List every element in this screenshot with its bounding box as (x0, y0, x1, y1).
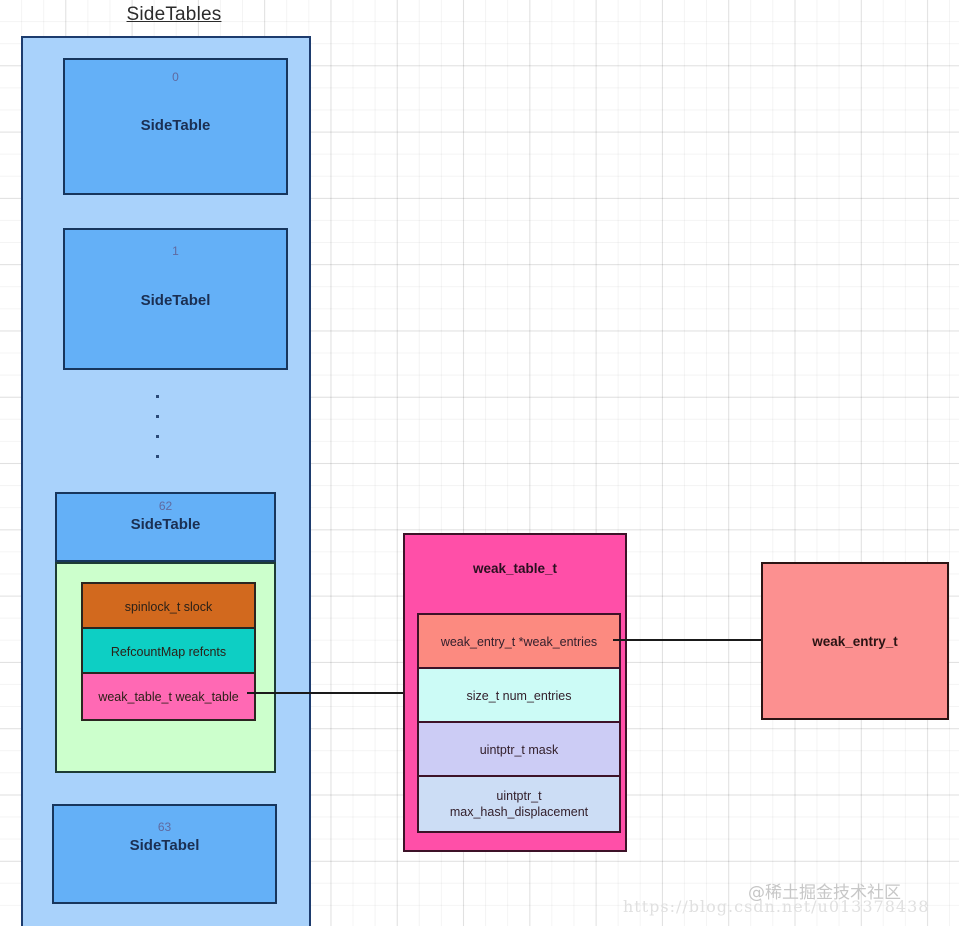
weak-table-t-box[interactable]: weak_table_t weak_entry_t *weak_entries … (403, 533, 627, 852)
page-title: SideTables (126, 4, 222, 25)
weak-entry-t-title: weak_entry_t (812, 633, 898, 649)
side-table-box-62-header[interactable]: 62 SideTable (55, 492, 276, 562)
connector-weak-table-to-weak-table-t (247, 692, 405, 694)
weak-table-row-num-entries[interactable]: size_t num_entries (417, 667, 621, 725)
side-table-label-0: SideTable (140, 117, 211, 134)
side-table-62-body: spinlock_t slock RefcountMap refcnts wea… (55, 562, 276, 773)
side-table-index-62: 62 (158, 499, 173, 513)
field-weak-table[interactable]: weak_table_t weak_table (81, 672, 256, 721)
side-table-index-0: 0 (172, 70, 179, 84)
side-table-label-1: SideTabel (140, 292, 211, 309)
ellipsis-dot (156, 415, 159, 418)
side-table-box-63[interactable]: 63 SideTabel (52, 804, 277, 904)
weak-table-row-mask[interactable]: uintptr_t mask (417, 721, 621, 779)
side-table-index-1: 1 (172, 244, 179, 258)
watermark-url: https://blog.csdn.net/u013378438 (623, 897, 930, 916)
ellipsis-dot (156, 435, 159, 438)
field-spinlock-slock[interactable]: spinlock_t slock (81, 582, 256, 631)
side-table-label-63: SideTabel (129, 837, 200, 854)
sidetables-container: 0 SideTable 1 SideTabel 63 SideTabel (21, 36, 311, 926)
side-table-index-63: 63 (157, 820, 172, 834)
side-table-label-62: SideTable (130, 516, 201, 533)
weak-table-t-title: weak_table_t (472, 561, 558, 576)
watermark-brand: @稀土掘金技术社区 (748, 883, 901, 903)
side-table-box-0[interactable]: 0 SideTable (63, 58, 288, 195)
weak-table-row-max-hash-displacement[interactable]: uintptr_t max_hash_displacement (417, 775, 621, 833)
weak-table-row-weak-entries[interactable]: weak_entry_t *weak_entries (417, 613, 621, 671)
side-table-box-1[interactable]: 1 SideTabel (63, 228, 288, 370)
ellipsis-dot (156, 455, 159, 458)
connector-weak-entries-to-weak-entry-t (613, 639, 763, 641)
field-refcountmap-refcnts[interactable]: RefcountMap refcnts (81, 627, 256, 676)
ellipsis-dot (156, 395, 159, 398)
weak-entry-t-box[interactable]: weak_entry_t (761, 562, 949, 720)
